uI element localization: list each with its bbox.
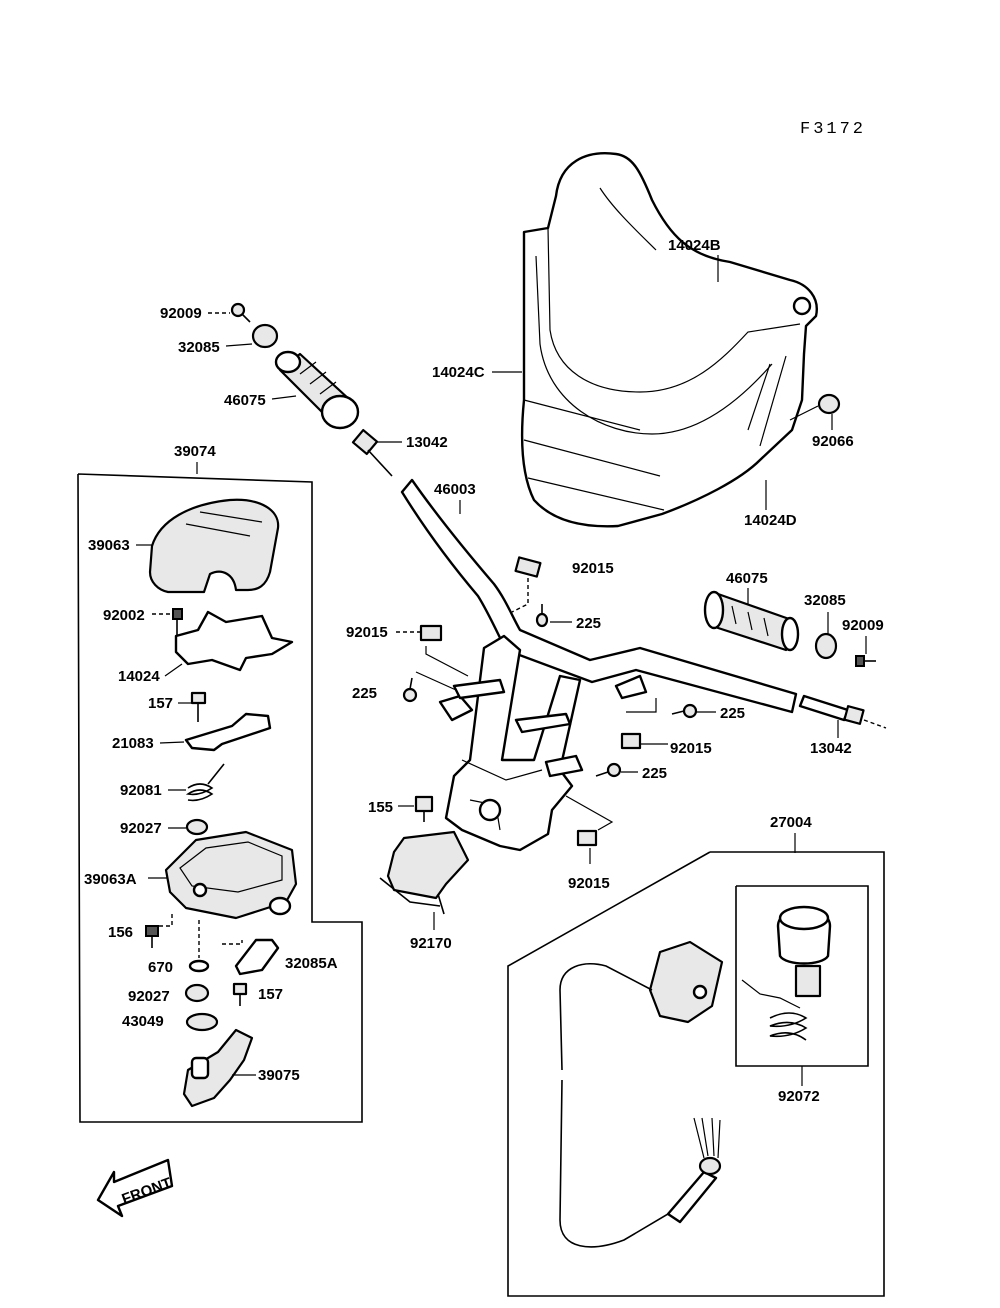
label-92027-lower: 92027 <box>128 988 170 1005</box>
bar-end-13042-right <box>798 694 887 729</box>
label-92170: 92170 <box>410 935 452 952</box>
label-92015-a: 92015 <box>572 560 614 577</box>
grip-46075-right <box>703 590 800 652</box>
bolt-225-a <box>535 604 549 628</box>
handlebar-46003 <box>400 478 798 714</box>
label-225-d: 225 <box>642 765 667 782</box>
bolt-155 <box>414 795 434 822</box>
switch-housing-39063A <box>164 830 298 920</box>
label-92081: 92081 <box>120 782 162 799</box>
clamp-92015-b <box>419 624 443 642</box>
weight-32085-left <box>251 323 279 349</box>
bracket-92170 <box>379 830 470 915</box>
label-157-upper: 157 <box>148 695 173 712</box>
label-14024D: 14024D <box>744 512 797 529</box>
label-13042-left: 13042 <box>406 434 448 451</box>
clamp-92015-a <box>514 556 542 578</box>
label-225-c: 225 <box>720 705 745 722</box>
wiring-harness-27004 <box>559 940 724 1248</box>
label-39063A: 39063A <box>84 871 137 888</box>
clip-32085A <box>234 938 280 976</box>
label-46075-right: 46075 <box>726 570 768 587</box>
label-92009-left: 92009 <box>160 305 202 322</box>
bolt-225-c <box>671 703 698 719</box>
label-46075-left: 46075 <box>224 392 266 409</box>
label-13042-right: 13042 <box>810 740 852 757</box>
gasket-14024 <box>174 610 294 672</box>
subgroup-box-92072 <box>735 885 869 1067</box>
label-14024B: 14024B <box>668 237 721 254</box>
label-92027-upper: 92027 <box>120 820 162 837</box>
label-670: 670 <box>148 959 173 976</box>
label-32085-left: 32085 <box>178 339 220 356</box>
label-155: 155 <box>368 799 393 816</box>
label-39063: 39063 <box>88 537 130 554</box>
weight-32085-right <box>814 632 838 660</box>
bolt-225-d <box>595 762 622 778</box>
spring-92081 <box>185 763 225 802</box>
label-92002: 92002 <box>103 607 145 624</box>
label-92015-b: 92015 <box>346 624 388 641</box>
handlebar-stem <box>438 634 648 852</box>
label-92072: 92072 <box>778 1088 820 1105</box>
bar-end-13042-left <box>351 428 393 477</box>
group-box-39074 <box>77 473 363 1123</box>
seal-43049 <box>185 1012 219 1032</box>
label-92066: 92066 <box>812 433 854 450</box>
label-43049: 43049 <box>122 1013 164 1030</box>
label-225-b: 225 <box>352 685 377 702</box>
figure-code: F3172 <box>800 120 866 139</box>
label-39075: 39075 <box>258 1067 300 1084</box>
plate-21083 <box>184 712 272 752</box>
screw-92009-right <box>855 655 876 667</box>
screw-156 <box>145 925 159 948</box>
bolt-157-lower <box>232 982 248 1006</box>
group-label-39074: 39074 <box>174 443 216 460</box>
bolt-157-upper <box>190 691 207 722</box>
label-21083: 21083 <box>112 735 154 752</box>
group-label-27004: 27004 <box>770 814 812 831</box>
label-92009-right: 92009 <box>842 617 884 634</box>
cap-92027-upper <box>185 818 209 836</box>
label-92015-c: 92015 <box>670 740 712 757</box>
label-32085-right: 32085 <box>804 592 846 609</box>
lever-39075 <box>182 1028 254 1108</box>
cap-92027-lower <box>184 983 210 1003</box>
label-157-lower: 157 <box>258 986 283 1003</box>
label-14024C: 14024C <box>432 364 485 381</box>
switch-cover-39063 <box>148 498 280 594</box>
screw-92002 <box>172 608 183 636</box>
label-14024: 14024 <box>118 668 160 685</box>
bolt-225-b <box>402 677 418 703</box>
front-arrow-icon: FRONT <box>96 1158 174 1218</box>
label-225-a: 225 <box>576 615 601 632</box>
grip-46075-left <box>274 350 360 430</box>
label-46003: 46003 <box>434 481 476 498</box>
group-box-27004 <box>507 851 885 1297</box>
ring-670 <box>188 959 210 973</box>
kill-switch-92072 <box>741 905 832 1041</box>
nut-92066 <box>817 393 841 415</box>
label-32085A: 32085A <box>285 955 338 972</box>
screw-92009-left <box>230 302 251 323</box>
clamp-92015-c <box>620 732 642 750</box>
handlebar-cover-assembly <box>520 152 818 528</box>
label-92015-d: 92015 <box>568 875 610 892</box>
clamp-92015-d <box>576 829 598 847</box>
label-156: 156 <box>108 924 133 941</box>
